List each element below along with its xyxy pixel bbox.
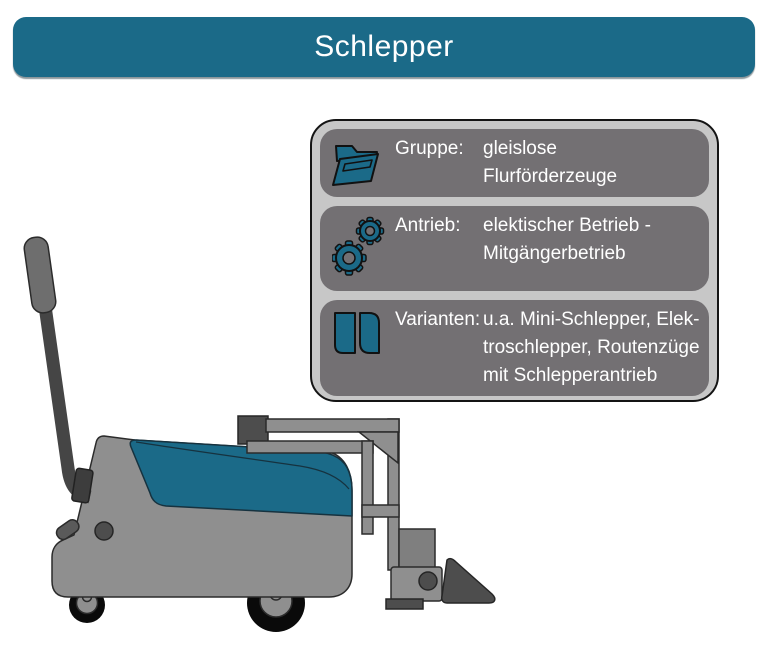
row-value: u.a. Mini-Schlepper, Elek- troschlepper,… xyxy=(483,309,700,386)
info-row-gruppe: Gruppe: gleislose Flurförderzeuge xyxy=(320,129,709,197)
headlight xyxy=(94,521,114,541)
gears-icon xyxy=(331,214,395,285)
canopy xyxy=(129,439,353,517)
folder-icon xyxy=(332,137,395,192)
info-row-varianten: Varianten: u.a. Mini-Schlepper, Elek- tr… xyxy=(320,300,709,396)
tiller-handle xyxy=(23,236,94,504)
info-panel: Gruppe: gleislose Flurförderzeuge xyxy=(310,119,719,402)
row-value: elektischer Betrieb - Mitgängerbetrieb xyxy=(483,215,651,264)
variants-icon xyxy=(332,308,395,363)
row-label: Antrieb: xyxy=(395,215,461,236)
title-bar: Schlepper xyxy=(13,17,755,77)
front-knob xyxy=(55,518,80,541)
row-label: Gruppe: xyxy=(395,138,464,159)
row-label: Varianten: xyxy=(395,309,481,330)
info-row-antrieb: Antrieb: elektischer Betrieb - Mitgänger… xyxy=(320,206,709,291)
hitch-wedge xyxy=(441,557,496,604)
page-title: Schlepper xyxy=(314,30,454,63)
tow-hitch xyxy=(237,415,443,610)
row-value: gleislose Flurförderzeuge xyxy=(483,138,618,187)
